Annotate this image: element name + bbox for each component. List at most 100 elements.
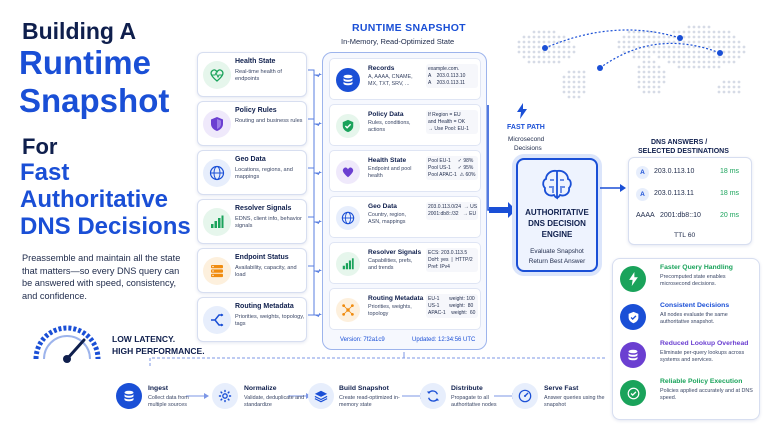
snapshot-row-routing-metadata: Routing Metadata Priorities, weights, to… — [329, 288, 481, 330]
pipeline-step-title: Ingest — [148, 385, 169, 392]
answer-latency: 18 ms — [720, 190, 740, 197]
snapshot-row-title: Geo Data — [368, 203, 397, 210]
heartbeat-icon — [203, 61, 231, 89]
source-policy-rules: Policy Rules Routing and business rules — [197, 101, 307, 146]
signal-bars-icon — [203, 208, 231, 236]
fastpath-title: FAST PATH — [507, 124, 545, 131]
check-badge-icon — [620, 380, 646, 406]
source-desc: Availability, capacity, and load — [235, 265, 297, 278]
source-title: Policy Rules — [235, 107, 277, 114]
snapshot-title: RUNTIME SNAPSHOT — [352, 22, 466, 34]
source-desc: EDNS, client info, behavior signals — [235, 216, 302, 229]
engine-title-3: ENGINE — [541, 230, 573, 239]
answer-ip: 203.0.113.11 — [654, 190, 694, 197]
snapshot-row-detail: example.com. A 203.0.113.10 A 203.0.113.… — [426, 64, 478, 89]
source-title: Geo Data — [235, 156, 266, 163]
answer-latency: 20 ms — [720, 212, 740, 219]
answer-row: AAAA 2001:db8::10 20 ms — [636, 210, 746, 224]
source-title: Health State — [235, 58, 276, 65]
answer-row: A 203.0.113.11 18 ms — [636, 188, 746, 202]
benefit-title: Reliable Policy Execution — [660, 378, 743, 385]
source-title: Routing Metadata — [235, 303, 294, 310]
answer-ip: 2001:db8::10 — [660, 212, 701, 219]
benefit-reduced-lookup-overhead: Reduced Lookup Overhead Eliminate per-qu… — [616, 338, 756, 376]
benefit-title: Consistent Decisions — [660, 302, 730, 309]
pipeline-step-desc: Propagate to all authoritative nodes — [451, 395, 497, 408]
benefit-consistent-decisions: Consistent Decisions All nodes evaluate … — [616, 300, 756, 338]
world-map-graphic — [517, 25, 746, 99]
routing-icon — [203, 306, 231, 334]
snapshot-row-title: Routing Metadata — [368, 295, 424, 302]
snapshot-row-title: Health State — [368, 157, 407, 164]
snapshot-updated: Updated: 12:34:56 UTC — [412, 337, 476, 343]
benefit-desc: All nodes evaluate the same authoritativ… — [660, 312, 728, 325]
record-type-label: AAAA — [636, 212, 655, 219]
engine-title-1: AUTHORITATIVE — [525, 208, 589, 217]
database-icon — [336, 68, 360, 92]
pipeline-step-desc: Create read-optimized in-memory state — [339, 395, 400, 408]
hero-line-3: Snapshot — [19, 82, 170, 119]
globe-icon — [203, 159, 231, 187]
answer-latency: 18 ms — [720, 168, 740, 175]
snapshot-row-detail: ECS: 203.0.113.5 DoH: yes | HTTP/2 Pref:… — [426, 248, 478, 273]
snapshot-row-detail: 203.0.113.0/24 → US 2001:db8::/32 → EU — [426, 202, 478, 220]
answers-ttl: TTL 60 — [674, 232, 696, 239]
benefit-desc: Eliminate per-query lookups across syste… — [660, 350, 745, 363]
engine-sub-2: Return Best Answer — [528, 258, 586, 265]
source-resolver-signals: Resolver Signals EDNS, client info, beha… — [197, 199, 307, 244]
snapshot-row-title: Records — [368, 65, 395, 72]
answers-title-2: SELECTED DESTINATIONS — [638, 148, 729, 155]
record-type-badge: A — [636, 188, 649, 201]
source-desc: Routing and business rules — [235, 118, 303, 124]
fastpath-desc-1: Microsecond — [508, 136, 545, 143]
fastpath-desc-2: Decisions — [514, 145, 542, 152]
pipeline-step-title: Serve Fast — [544, 385, 579, 392]
source-connectors — [308, 69, 322, 317]
badge-line-1: LOW LATENCY. — [112, 334, 176, 344]
snapshot-row-detail: EU-1 weight: 100 US-1 weight: 80 APAC-1 … — [426, 294, 478, 319]
hero-line-1: Building A — [22, 18, 137, 44]
shield-check-icon — [620, 304, 646, 330]
hero-line-7: DNS Decisions — [20, 213, 191, 240]
benefit-desc: Precomputed state enables microsecond de… — [660, 274, 726, 287]
gear-icon — [212, 383, 238, 409]
pipeline-step-desc: Collect data from multiple sources — [148, 395, 189, 408]
snapshot-subtitle: In-Memory, Read-Optimized State — [341, 37, 455, 46]
network-icon — [336, 298, 360, 322]
snapshot-row-desc: Capabilities, prefs, and trends — [368, 258, 413, 271]
pipeline-connector — [149, 352, 605, 399]
hero-line-6: Authoritative — [20, 186, 169, 213]
heart-icon — [336, 160, 360, 184]
database-icon — [116, 383, 142, 409]
pipeline-step-desc: Validate, deduplicate and standardize — [244, 395, 305, 408]
signal-bars-icon — [336, 252, 360, 276]
sync-icon — [420, 383, 446, 409]
snapshot-row-desc: Priorities, weights, topology — [368, 304, 412, 317]
check-shield-icon — [336, 114, 360, 138]
benefit-reliable-policy-execution: Reliable Policy Execution Policies appli… — [616, 376, 756, 414]
database-icon — [620, 342, 646, 368]
benefit-title: Reduced Lookup Overhead — [660, 340, 749, 347]
source-title: Endpoint Status — [235, 254, 289, 261]
speedometer-icon — [33, 325, 101, 363]
engine-title-2: DNS DECISION — [528, 219, 586, 228]
pipeline-step-title: Normalize — [244, 385, 277, 392]
snapshot-row-health-state: Health State Endpoint and pool health Po… — [329, 150, 481, 192]
snapshot-row-detail: If Region = EU and Health = OK → Use Poo… — [426, 110, 478, 135]
record-type-badge: A — [636, 166, 649, 179]
hero-line-2: Runtime — [19, 44, 151, 81]
pipeline-step-desc: Answer queries using the snapshot — [544, 395, 605, 408]
benefit-title: Faster Query Handling — [660, 264, 733, 271]
snapshot-row-title: Resolver Signals — [368, 249, 422, 256]
hero-description: Preassemble and maintain all the state t… — [22, 253, 181, 301]
hero-line-4: For — [22, 134, 58, 159]
source-title: Resolver Signals — [235, 205, 292, 212]
snapshot-row-geo-data: Geo Data Country, region, ASN, mappings … — [329, 196, 481, 238]
answer-row: A 203.0.113.10 18 ms — [636, 166, 746, 180]
engine-sub-1: Evaluate Snapshot — [530, 248, 584, 255]
pipeline-step-title: Distribute — [451, 385, 483, 392]
answer-ip: 203.0.113.10 — [654, 168, 695, 175]
snapshot-row-desc: Endpoint and pool health — [368, 166, 412, 179]
gauge-icon — [512, 383, 538, 409]
pipeline-step-title: Build Snapshot — [339, 385, 389, 392]
